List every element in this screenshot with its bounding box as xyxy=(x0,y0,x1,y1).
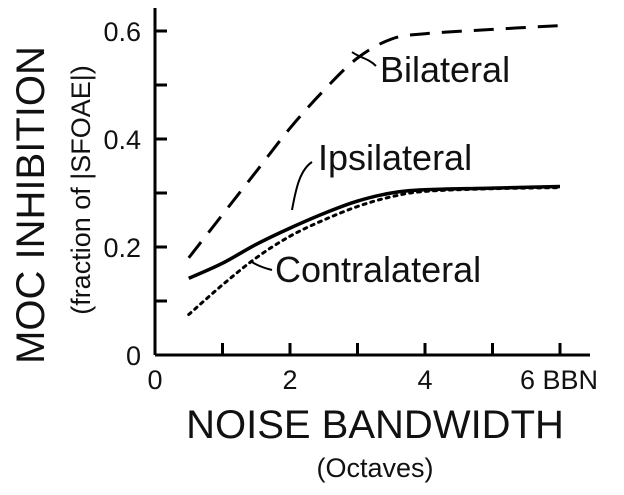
y-axis-title: MOC INHIBITION xyxy=(9,46,53,364)
leader-line-contralateral xyxy=(251,261,273,271)
y-tick-label: 0.2 xyxy=(103,233,141,263)
series-label-bilateral: Bilateral xyxy=(380,49,510,90)
x-tick-label: 6 BBN xyxy=(520,365,598,395)
chart-series xyxy=(187,24,562,316)
series-label-contralateral: Contralateral xyxy=(275,249,481,290)
chart-axes xyxy=(153,8,590,357)
y-axis-subtitle: (fraction of |SFOAE|) xyxy=(66,65,96,315)
leader-line-ipsilateral xyxy=(291,161,313,211)
x-axis-subtitle: (Octaves) xyxy=(316,453,433,483)
series-line-contralateral xyxy=(187,186,562,316)
x-axis-title: NOISE BANDWIDTH xyxy=(186,403,564,447)
chart-ticks: 0 2 4 6 BBN 0 0.2 0.4 0.6 xyxy=(103,17,598,395)
y-tick-label: 0.6 xyxy=(103,17,141,47)
leader-line-bilateral xyxy=(351,51,377,67)
x-tick-label: 4 xyxy=(417,365,432,395)
x-tick-label: 2 xyxy=(282,365,297,395)
y-tick-label: 0 xyxy=(126,341,141,371)
y-tick-label: 0.4 xyxy=(103,125,141,155)
x-tick-label: 0 xyxy=(147,365,162,395)
series-label-ipsilateral: Ipsilateral xyxy=(318,137,472,178)
